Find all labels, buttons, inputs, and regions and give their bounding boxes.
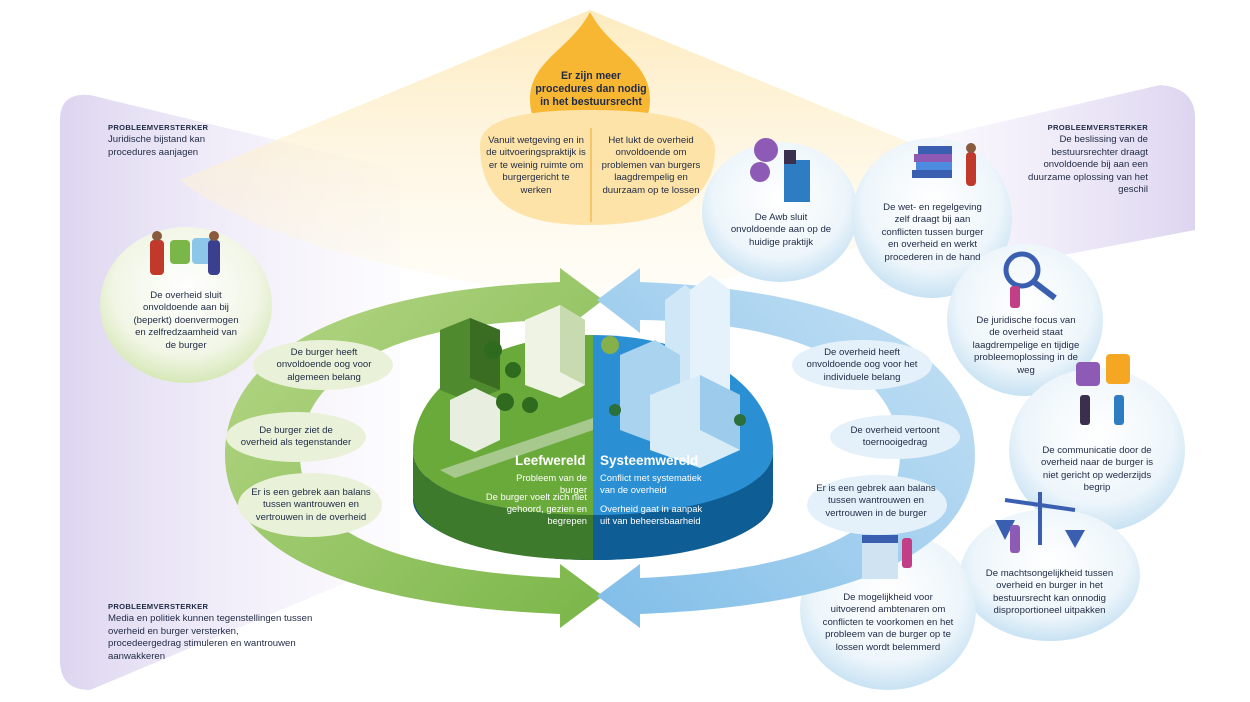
amplifier-label: PROBLEEMVERSTERKER: [1047, 123, 1148, 132]
figure-magnifier: [1003, 251, 1057, 308]
figure-paper-machine: [862, 535, 912, 579]
bubble-right-juridisch: [947, 244, 1103, 396]
systeemwereld-side: [593, 450, 773, 560]
item-left-1-bg: [253, 340, 393, 390]
top-text-left: Vanuit wetgeving en in de uitvoeringspra…: [486, 135, 586, 196]
figure-puzzle-left: [150, 231, 220, 275]
item-right-1-bg: [792, 340, 932, 390]
systeemwereld-title: Systeemwereld: [600, 453, 699, 468]
figure-gears: [750, 138, 810, 202]
bubble-right-macht: [960, 509, 1140, 641]
amplifier-bottom-left: PROBLEEMVERSTERKER Media en politiek kun…: [108, 601, 313, 663]
amplifier-top-right-text: De beslissing van de bestuursrechter dra…: [1028, 134, 1148, 196]
bubble-right-awb: [702, 142, 858, 282]
left-item-2: De burger ziet de overheid als tegenstan…: [240, 425, 352, 449]
amplifier-bottom-left-text: Media en politiek kunnen tegenstellingen…: [108, 613, 313, 662]
right-bubble-4: De communicatie door de overheid naar de…: [1041, 445, 1153, 494]
item-right-2-bg: [830, 415, 960, 459]
figure-speech: [1076, 354, 1130, 425]
top-text-right: Het lukt de overheid onvoldoende om prob…: [601, 135, 701, 196]
amplifier-label: PROBLEEMVERSTERKER: [108, 123, 209, 132]
right-bubble-5: De machtsongelijkheid tussen overheid en…: [985, 568, 1114, 617]
systeemwereld-line1: Conflict met systematiek van de overheid: [600, 472, 702, 495]
item-left-3-bg: [238, 473, 382, 537]
right-item-3: Er is een gebrek aan balans tussen wantr…: [816, 483, 936, 519]
amplifier-top-right: PROBLEEMVERSTERKER De beslissing van de …: [1000, 122, 1148, 196]
right-item-2: De overheid vertoont toernooigedrag: [850, 425, 940, 449]
top-drop-lower: [480, 110, 715, 225]
amplifier-top-left-text: Juridische bijstand kan procedures aanja…: [108, 134, 206, 158]
amplifier-label: PROBLEEMVERSTERKER: [108, 602, 209, 611]
item-right-3-bg: [807, 475, 947, 535]
left-item-1: De burger heeft onvoldoende oog voor alg…: [276, 347, 372, 383]
right-bubble-3: De juridische focus van de overheid staa…: [972, 315, 1080, 376]
systeemwereld-line2: Overheid gaat in aanpak uit van beheersb…: [600, 503, 703, 526]
bubble-right-communicatie: [1009, 368, 1185, 532]
amplifier-top-left: PROBLEEMVERSTERKER Juridische bijstand k…: [108, 122, 248, 159]
figure-books: [912, 143, 976, 186]
leefwereld-line2: De burger voelt zich niet gehoord, gezie…: [485, 491, 587, 526]
right-bubble-2: De wet- en regelgeving zelf draagt bij a…: [881, 202, 984, 263]
left-bubble-text: De overheid sluit onvoldoende aan bij (b…: [133, 290, 239, 351]
figure-scale: [995, 492, 1085, 553]
systeemwereld-buildings: [609, 275, 746, 468]
right-bubble-6: De mogelijkheid voor uitvoerend ambtenar…: [822, 592, 954, 653]
leefwereld-buildings: [440, 305, 619, 478]
bubble-left-doenvermogen: [100, 227, 272, 383]
right-item-1: De overheid heeft onvoldoende oog voor h…: [806, 347, 918, 383]
leefwereld-side: [413, 450, 593, 560]
top-heading: Er zijn meer procedures dan nodig in het…: [535, 70, 647, 108]
right-bubble-1: De Awb sluit onvoldoende aan op de huidi…: [730, 212, 832, 248]
item-left-2-bg: [226, 412, 366, 462]
leefwereld-title: Leefwereld: [515, 453, 586, 468]
leefwereld-line1: Probleem van de burger: [516, 472, 587, 495]
left-item-3: Er is een gebrek aan balans tussen wantr…: [251, 487, 371, 523]
